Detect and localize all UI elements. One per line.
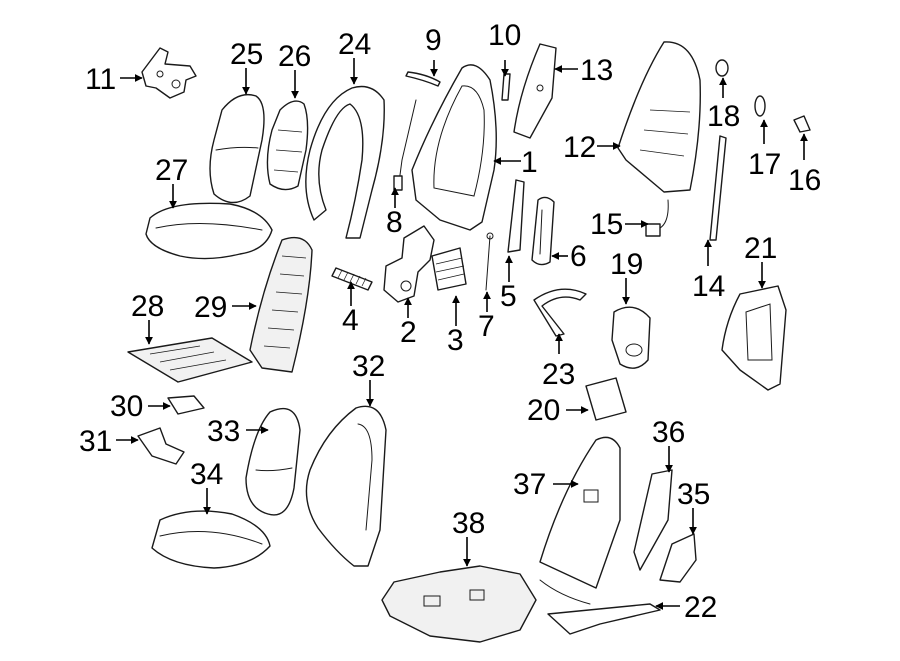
- part-15-connector: [645, 199, 669, 237]
- part-12-backrest-foam: [617, 41, 701, 193]
- part-35-trim: [659, 533, 697, 583]
- callout-2: 2: [400, 316, 417, 349]
- part-14-rail: [709, 135, 727, 241]
- part-1-seat-frame: [411, 64, 497, 231]
- part-34-seat-cushion: [151, 510, 271, 569]
- part-16-clip: [793, 115, 811, 133]
- callout-17: 17: [748, 148, 781, 181]
- part-4-spring: [331, 267, 373, 291]
- callout-4: 4: [342, 304, 359, 337]
- callout-36: 36: [652, 416, 685, 449]
- part-31-bracket: [137, 427, 185, 465]
- callout-labels: 1 2 3 4 5 6 7 8 9 10 11 12 13 14 15 16 1…: [79, 19, 821, 624]
- callout-16: 16: [788, 164, 821, 197]
- part-13-side-panel: [513, 43, 557, 139]
- part-32-backrest-shell: [305, 405, 387, 567]
- callout-30: 30: [110, 390, 143, 423]
- callout-1: 1: [521, 146, 538, 179]
- part-3-bracket: [431, 247, 467, 291]
- part-19-cover: [611, 306, 651, 369]
- callout-34: 34: [190, 458, 223, 491]
- callout-10: 10: [488, 19, 521, 52]
- callout-26: 26: [278, 40, 311, 73]
- part-24-backrest-shell: [305, 85, 385, 239]
- part-20-module: [585, 377, 627, 421]
- callout-13: 13: [580, 54, 613, 87]
- part-26-backrest-pad: [266, 100, 309, 191]
- part-10-pin: [501, 73, 511, 101]
- callout-22: 22: [684, 591, 717, 624]
- callout-5: 5: [500, 280, 517, 313]
- callout-35: 35: [677, 478, 710, 511]
- part-2-motor: [383, 225, 435, 303]
- callout-15: 15: [590, 208, 623, 241]
- part-28-seat-base: [127, 337, 253, 383]
- callout-20: 20: [527, 394, 560, 427]
- callout-3: 3: [447, 324, 464, 357]
- part-7-rod: [485, 232, 494, 291]
- part-21-backrest-rear: [721, 285, 787, 391]
- part-38-seat-heating-mat: [381, 565, 591, 643]
- callout-11: 11: [85, 63, 116, 96]
- callout-arrows: [116, 58, 808, 610]
- callout-14: 14: [692, 270, 725, 303]
- callout-27: 27: [155, 154, 188, 187]
- part-37-backrest-board: [539, 436, 621, 589]
- callout-32: 32: [352, 350, 385, 383]
- callout-19: 19: [610, 248, 643, 281]
- callout-25: 25: [230, 38, 263, 71]
- part-23-trim: [533, 288, 587, 337]
- part-6-frame: [531, 196, 555, 266]
- callout-21: 21: [744, 232, 777, 265]
- callout-37: 37: [513, 468, 546, 501]
- part-30-bracket: [167, 395, 205, 415]
- part-11-bracket: [141, 47, 197, 99]
- callout-33: 33: [207, 415, 240, 448]
- part-25-backrest-cover: [209, 93, 265, 204]
- part-36-panel: [633, 469, 673, 571]
- callout-9: 9: [425, 24, 442, 57]
- part-29-spring-mat: [249, 236, 313, 373]
- callout-24: 24: [338, 28, 371, 61]
- part-18-cap: [715, 59, 729, 77]
- part-33-backrest-cover: [245, 407, 301, 516]
- callout-18: 18: [707, 100, 740, 133]
- callout-12-label: 12: [563, 131, 596, 164]
- callout-29: 29: [194, 291, 227, 324]
- callout-38: 38: [452, 507, 485, 540]
- part-22-rail: [547, 603, 661, 635]
- callout-8: 8: [386, 206, 403, 239]
- callout-23: 23: [542, 358, 575, 391]
- part-9-trim: [405, 71, 441, 87]
- part-27-seat-cushion: [145, 202, 273, 260]
- callout-31: 31: [79, 425, 112, 458]
- callout-6: 6: [570, 240, 587, 273]
- part-17-cap: [754, 95, 766, 117]
- callout-7: 7: [478, 310, 495, 343]
- callout-28: 28: [131, 290, 164, 323]
- part-5-strip: [507, 179, 525, 253]
